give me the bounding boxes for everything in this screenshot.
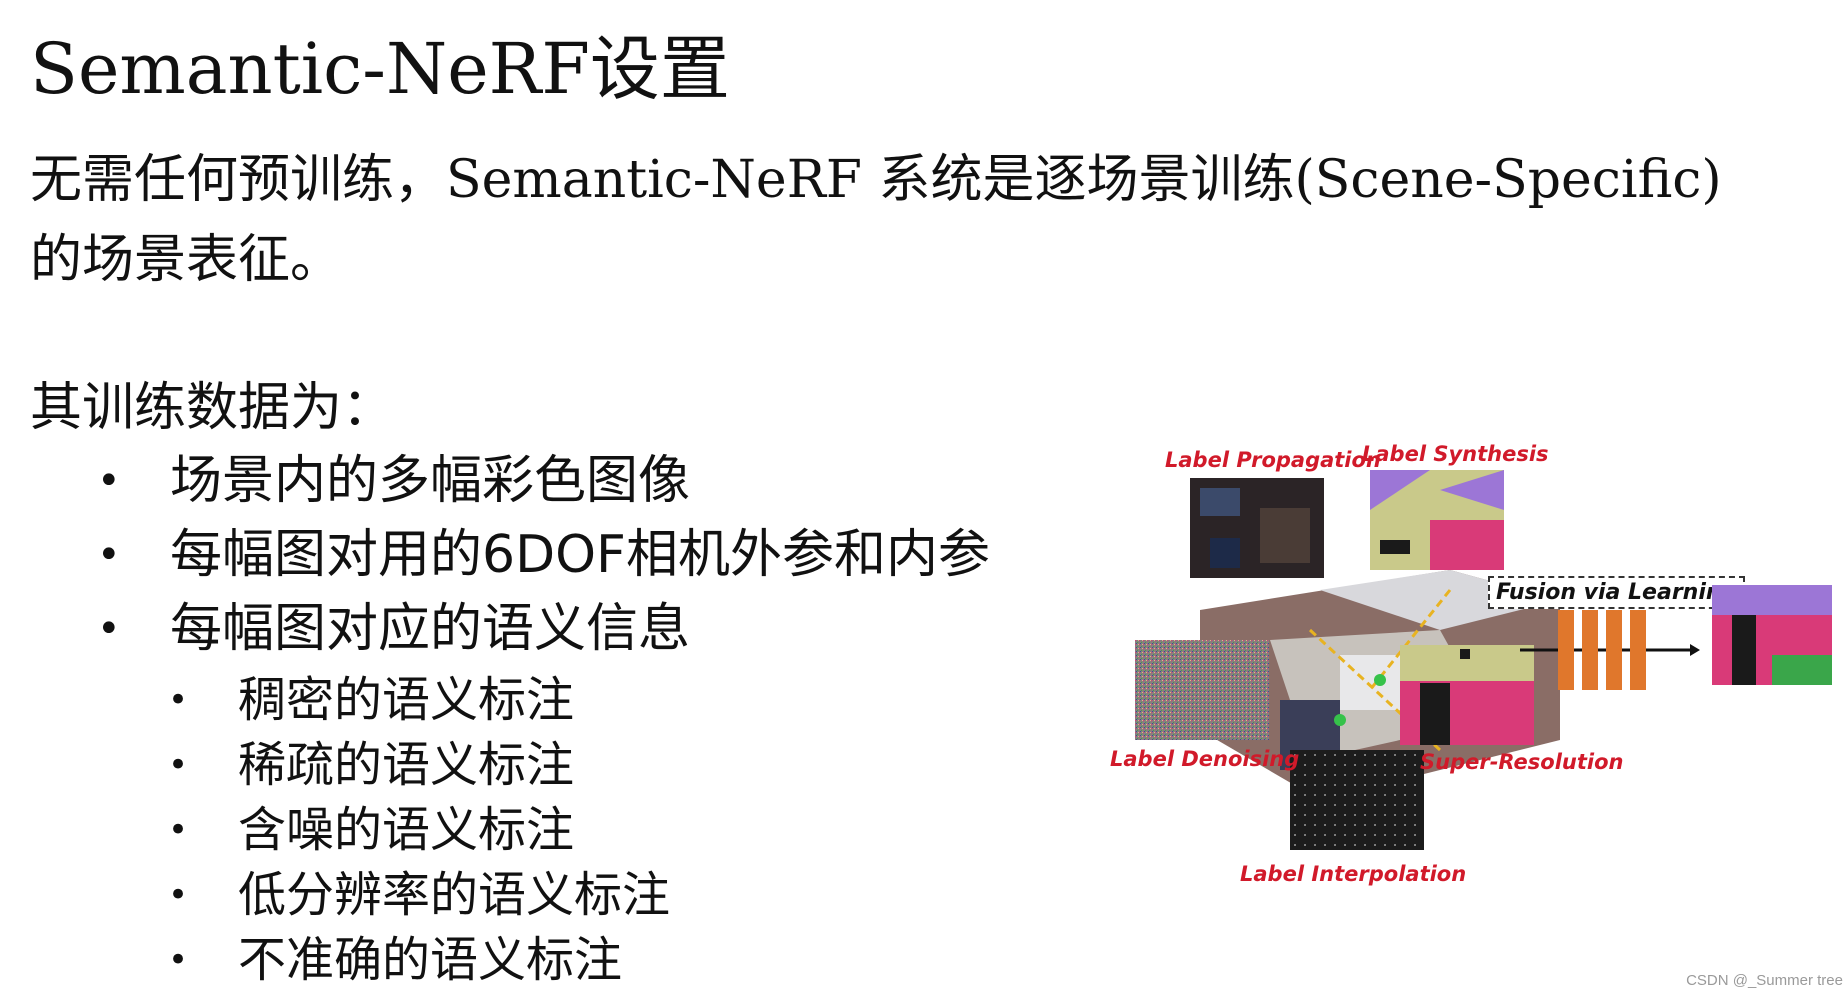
- list-item: 每幅图对应的语义信息: [0, 592, 990, 666]
- label-propagation-caption: Label Propagation: [1165, 448, 1381, 472]
- label-denoising-caption: Label Denoising: [1110, 747, 1300, 771]
- super-resolution-image: [1400, 645, 1534, 745]
- fused-output-image: [1712, 585, 1832, 685]
- fusion-network-diagram: [1520, 610, 1700, 690]
- intro-paragraph: 无需任何预训练，Semantic-NeRF 系统是逐场景训练(Scene-Spe…: [30, 140, 1830, 300]
- list-item: 含噪的语义标注: [0, 798, 670, 863]
- training-data-heading: 其训练数据为：: [30, 378, 395, 438]
- intro-part-3: 系统是逐场景训练: [861, 150, 1295, 210]
- intro-part-2: Semantic-NeRF: [446, 150, 862, 210]
- list-item: 每幅图对用的6DOF相机外参和内参: [0, 518, 990, 592]
- sub-bullet-list: 稠密的语义标注 稀疏的语义标注 含噪的语义标注 低分辨率的语义标注 不准确的语义…: [0, 668, 670, 993]
- list-item: 低分辨率的语义标注: [0, 863, 670, 928]
- label-synthesis-caption: Label Synthesis: [1362, 442, 1549, 466]
- list-item: 稠密的语义标注: [0, 668, 670, 733]
- bullet-list: 场景内的多幅彩色图像 每幅图对用的6DOF相机外参和内参 每幅图对应的语义信息: [0, 444, 990, 666]
- super-resolution-caption: Super-Resolution: [1420, 750, 1624, 774]
- label-denoising-image: [1135, 640, 1269, 740]
- intro-part-4: (Scene-Specific): [1294, 150, 1722, 210]
- label-synthesis-image: [1370, 470, 1504, 570]
- intro-part-5: 的场景表征。: [30, 230, 343, 290]
- semantic-nerf-figure: Fusion via Learning Label Propagation La…: [1090, 430, 1847, 890]
- label-interpolation-image: [1290, 750, 1424, 850]
- list-item: 场景内的多幅彩色图像: [0, 444, 990, 518]
- list-item: 稀疏的语义标注: [0, 733, 670, 798]
- fusion-via-learning-label: Fusion via Learning: [1488, 576, 1746, 609]
- label-propagation-image: [1190, 478, 1324, 578]
- label-interpolation-caption: Label Interpolation: [1240, 862, 1467, 886]
- list-item: 不准确的语义标注: [0, 928, 670, 993]
- slide-title: Semantic-NeRF设置: [30, 28, 730, 110]
- intro-part-1: 无需任何预训练，: [30, 150, 447, 210]
- csdn-watermark: CSDN @_Summer tree: [1686, 972, 1843, 989]
